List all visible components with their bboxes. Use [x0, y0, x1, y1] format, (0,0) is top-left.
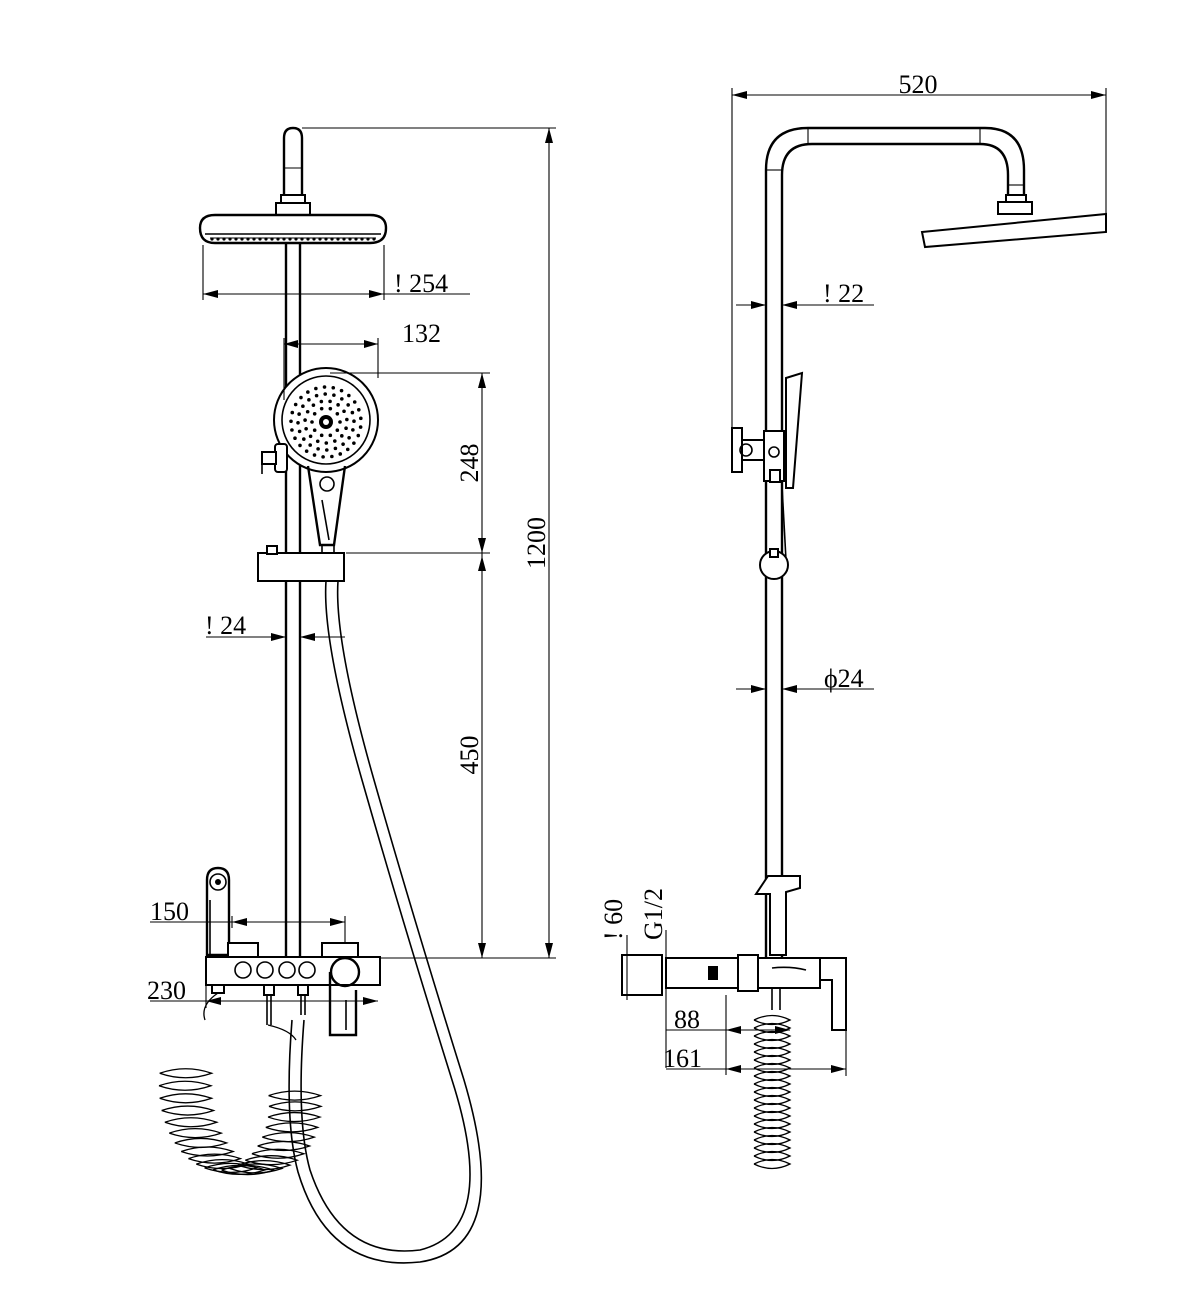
dim-offset-88-label: 88: [674, 1005, 700, 1034]
side-hand-shower: [785, 371, 804, 489]
hand-shower-button: [319, 476, 335, 492]
mixer-button-1: [234, 961, 252, 979]
side-head-nut: [1005, 194, 1027, 203]
side-head-connector: [997, 201, 1033, 215]
hand-shower-hose-outer: [300, 580, 471, 1252]
bidet-coil-hose-front: [158, 992, 323, 1176]
overhead-arm-side-outer: [764, 126, 1026, 958]
mixer-body: [205, 942, 381, 1037]
side-dimensions: 520 ! 22 ϕ24 ! 60 G1/2: [599, 70, 1107, 1076]
dim-rail-pipe-label: ! 24: [205, 611, 246, 640]
overhead-arm-side-inner: [780, 142, 1010, 958]
rain-shower-head: [198, 213, 388, 245]
side-rain-head: [920, 212, 1107, 249]
overhead-arm-front: [282, 126, 304, 195]
outlet-nut-right: [297, 984, 309, 996]
front-view: ! 254 132 248 450: [147, 126, 556, 1264]
side-wall-plate: [621, 954, 663, 996]
hose-holder: [257, 552, 345, 582]
hand-shower-face-inner: [281, 375, 371, 465]
dim-mixer-width-label: 230: [147, 976, 186, 1005]
dim-offset-161-label: 161: [663, 1044, 702, 1073]
side-eccentric-nut: [737, 954, 759, 992]
dim-overall-reach-label: 520: [899, 70, 938, 99]
side-mixer-lever: [819, 957, 847, 1031]
dim-inlet-thread-label: G1/2: [639, 888, 668, 940]
side-bidet-sprayer: [754, 875, 801, 956]
shower-head-nozzles: [210, 237, 376, 241]
mixer-button-3: [278, 961, 296, 979]
mixer-button-2: [256, 961, 274, 979]
slider-knob: [261, 451, 277, 465]
bidet-coil-hose-side: [753, 1014, 792, 1170]
mixer-left-block: [227, 942, 259, 959]
side-mixer: [621, 954, 847, 1031]
mixer-lever: [328, 972, 358, 1037]
dim-total-height-label: 1200: [522, 517, 551, 569]
dim-holder-to-mixer-label: 450: [455, 736, 484, 775]
shower-head-connector: [275, 202, 311, 216]
bidet-sprayer: [205, 866, 231, 957]
dim-handshower-offset-label: 132: [402, 319, 441, 348]
hand-shower-hose-inner: [288, 580, 483, 1264]
dim-handshower-height-label: 248: [455, 444, 484, 483]
dim-mixer-reach-label: 150: [150, 897, 189, 926]
wall-bracket-arm: [741, 439, 767, 461]
side-view: 520 ! 22 ϕ24 ! 60 G1/2: [599, 70, 1107, 1170]
mixer-button-4: [298, 961, 316, 979]
hand-shower-handle: [306, 465, 347, 547]
dim-upper-pipe-label: ! 22: [823, 279, 864, 308]
dim-lower-pipe-label: ϕ24: [824, 664, 864, 693]
hand-shower: [273, 367, 379, 547]
shower-arm-nut: [280, 194, 306, 204]
side-inlet: [665, 957, 739, 989]
dim-head-width-label: ! 254: [394, 269, 448, 298]
mixer-right-block: [321, 942, 359, 959]
hand-shower-nozzles: [289, 385, 363, 459]
side-mixer-body: [757, 957, 821, 989]
outlet-nut-left: [263, 984, 275, 996]
dim-wall-plate-label: ! 60: [599, 899, 628, 940]
front-dimensions: ! 254 132 248 450: [147, 127, 556, 1008]
